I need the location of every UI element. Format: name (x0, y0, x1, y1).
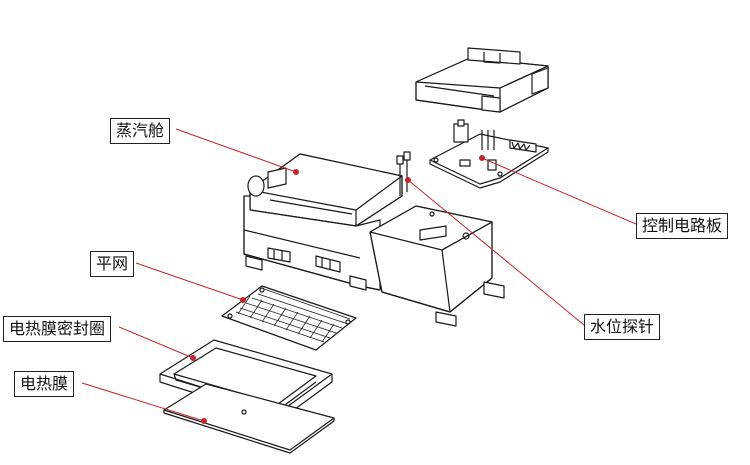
label-heating-film-seal: 电热膜密封圈 (3, 316, 112, 342)
leader-line-steam (175, 128, 297, 173)
leader-line-heat (81, 382, 205, 422)
leader-dot-mesh (240, 297, 246, 303)
control-box-base (369, 205, 505, 327)
leader-line-probe (407, 179, 585, 326)
heating-film (163, 383, 335, 454)
water-probe-pins (396, 151, 411, 196)
flat-mesh (221, 285, 357, 351)
label-water-probe: 水位探针 (584, 314, 661, 340)
leader-dot-control (479, 155, 485, 161)
label-heating-film: 电热膜 (14, 371, 75, 397)
label-control-board: 控制电路板 (636, 213, 729, 239)
steam-chamber (247, 153, 403, 227)
leader-dot-probe (405, 177, 411, 183)
leader-line-mesh (135, 262, 244, 301)
base-housing (243, 195, 381, 291)
label-mesh: 平网 (90, 251, 135, 277)
leader-line-control (481, 157, 637, 225)
control-box-cover (415, 47, 549, 113)
leader-line-seal (118, 326, 194, 359)
leader-dot-steam (293, 169, 299, 175)
leader-dot-heat (201, 418, 207, 424)
label-steam-chamber: 蒸汽舱 (110, 118, 171, 144)
control-pcb (429, 119, 549, 189)
leader-dot-seal (190, 355, 196, 361)
